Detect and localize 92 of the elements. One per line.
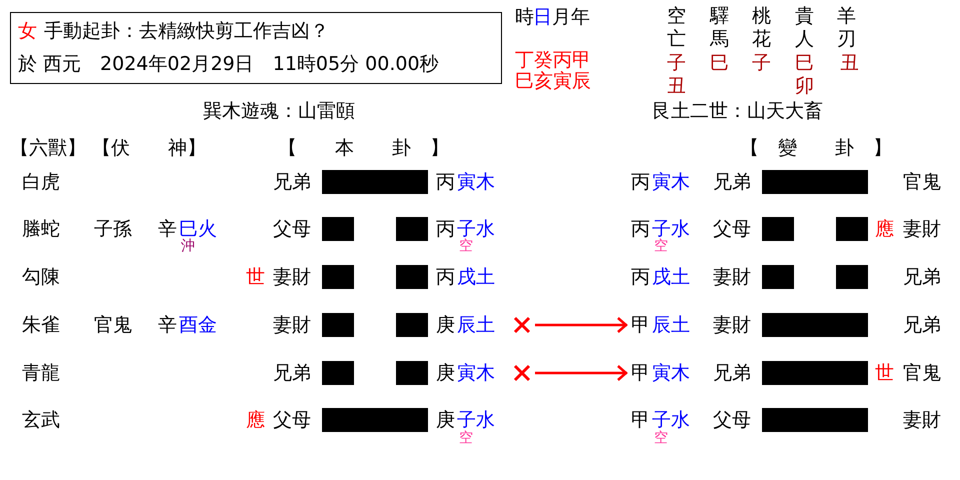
stem-branch-row: 巳亥寅辰	[515, 70, 591, 92]
branch-element: 子水	[652, 218, 690, 240]
question-text: 手動起卦：去精緻快剪工作吉凶？	[44, 20, 329, 42]
branch-element: 寅木	[652, 171, 690, 193]
branch-element: 辰土	[652, 314, 690, 336]
stem-branch-row: 丁癸丙甲	[515, 49, 591, 71]
gender-text: 女	[18, 20, 37, 42]
branch-element: 子水	[457, 409, 495, 431]
relative-name: 父母	[713, 409, 751, 431]
relative-name: 妻財	[903, 218, 941, 240]
stem-char: 丙	[631, 218, 650, 240]
relative-name: 妻財	[273, 314, 311, 336]
branch-element: 寅木	[457, 362, 495, 384]
spirit-branch: 巳卯	[795, 52, 814, 98]
stem-char: 丙	[631, 266, 650, 288]
spirit-name: 貴人	[795, 5, 814, 51]
position-mark: 應	[875, 218, 894, 240]
beast-name: 青龍	[22, 362, 60, 384]
branch-element: 戌土	[457, 266, 495, 288]
spirit-branch: 丑	[840, 52, 859, 75]
hexagram-name: 艮土二世：山天大畜	[652, 100, 823, 122]
calendar-heading: 日	[533, 6, 552, 28]
relative-name: 妻財	[713, 266, 751, 288]
status-mark: 空	[654, 238, 668, 254]
stem-char: 甲	[631, 409, 650, 431]
arrow	[535, 364, 628, 382]
stem-char: 辛	[158, 218, 177, 240]
relative-name: 官鬼	[903, 171, 941, 193]
column-heading: 【 本 卦 】	[278, 137, 449, 159]
relative-name: 官鬼	[903, 362, 941, 384]
status-mark: 沖	[181, 238, 195, 254]
status-mark: 空	[459, 430, 473, 446]
arrow	[535, 316, 628, 334]
relative-name: 兄弟	[903, 266, 941, 288]
spirit-name: 羊刃	[837, 5, 856, 51]
relative-name: 子孫	[94, 218, 132, 240]
beast-name: 螣蛇	[22, 218, 60, 240]
cross-mark	[513, 364, 531, 382]
column-heading: 【 變 卦 】	[740, 137, 892, 159]
relative-name: 兄弟	[903, 314, 941, 336]
stem-char: 庚	[436, 362, 455, 384]
stem-char: 丙	[436, 171, 455, 193]
date-text: 於 西元 2024年02月29日 11時05分 00.00秒	[18, 53, 439, 75]
branch-element: 巳火	[179, 218, 217, 240]
status-mark: 空	[459, 238, 473, 254]
branch-element: 子水	[457, 218, 495, 240]
relative-name: 兄弟	[713, 362, 751, 384]
relative-name: 兄弟	[273, 362, 311, 384]
relative-name: 妻財	[273, 266, 311, 288]
column-heading: 【伏 神】	[92, 137, 206, 159]
calendar-heading: 時	[515, 6, 534, 28]
beast-name: 白虎	[22, 171, 60, 193]
beast-name: 朱雀	[22, 314, 60, 336]
stem-char: 庚	[436, 409, 455, 431]
spirit-name: 空亡	[667, 5, 686, 51]
status-mark: 空	[654, 430, 668, 446]
branch-element: 酉金	[179, 314, 217, 336]
spirit-name: 驛馬	[710, 5, 729, 51]
stem-char: 丙	[436, 218, 455, 240]
beast-name: 勾陳	[22, 266, 60, 288]
relative-name: 官鬼	[94, 314, 132, 336]
stem-char: 甲	[631, 362, 650, 384]
relative-name: 兄弟	[713, 171, 751, 193]
relative-name: 父母	[713, 218, 751, 240]
header-box	[10, 12, 502, 84]
hexagram-name: 巽木遊魂：山雷頤	[203, 100, 355, 122]
stem-char: 丙	[436, 266, 455, 288]
calendar-heading: 月年	[552, 6, 590, 28]
stem-char: 丙	[631, 171, 650, 193]
column-heading: 【六獸】	[10, 137, 86, 159]
stem-char: 甲	[631, 314, 650, 336]
cross-mark	[513, 316, 531, 334]
spirit-name: 桃花	[752, 5, 771, 51]
spirit-branch: 巳	[710, 52, 729, 75]
position-mark: 應	[246, 409, 265, 431]
spirit-branch: 子	[752, 52, 771, 75]
branch-element: 寅木	[652, 362, 690, 384]
relative-name: 妻財	[713, 314, 751, 336]
stem-char: 庚	[436, 314, 455, 336]
position-mark: 世	[246, 266, 265, 288]
stem-char: 辛	[158, 314, 177, 336]
branch-element: 寅木	[457, 171, 495, 193]
beast-name: 玄武	[22, 409, 60, 431]
branch-element: 戌土	[652, 266, 690, 288]
position-mark: 世	[875, 362, 894, 384]
relative-name: 父母	[273, 218, 311, 240]
relative-name: 妻財	[903, 409, 941, 431]
relative-name: 兄弟	[273, 171, 311, 193]
branch-element: 子水	[652, 409, 690, 431]
spirit-branch: 子丑	[667, 52, 686, 98]
relative-name: 父母	[273, 409, 311, 431]
branch-element: 辰土	[457, 314, 495, 336]
